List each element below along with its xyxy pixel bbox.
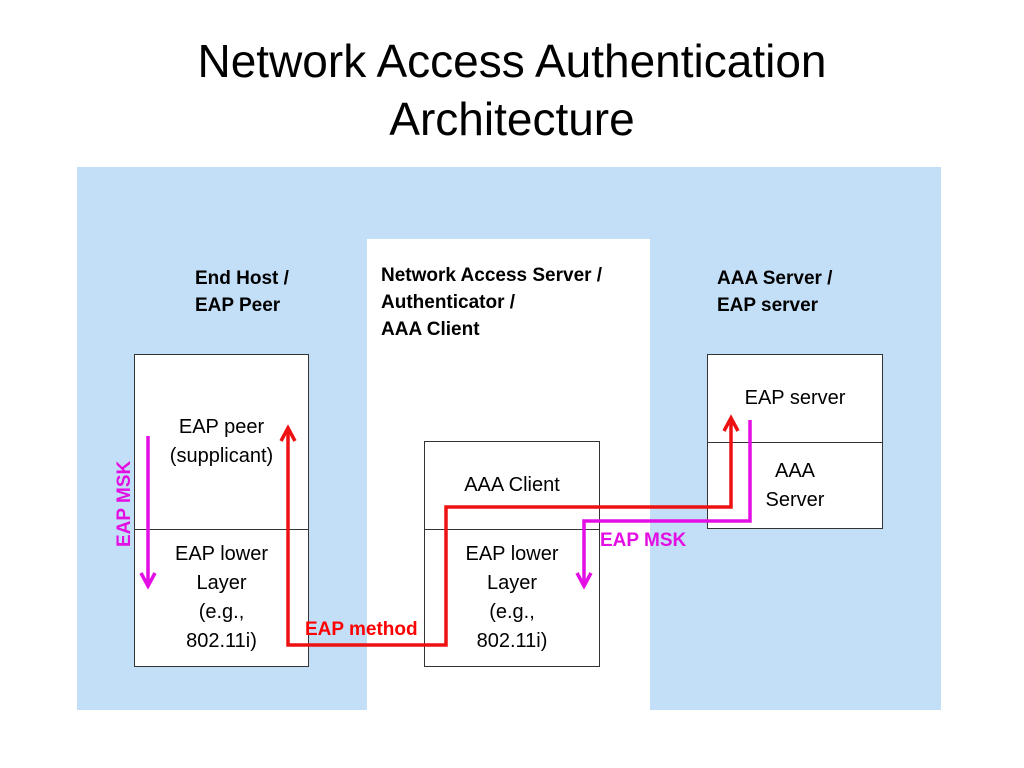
server-lower-cell: AAA Server xyxy=(708,442,882,528)
server-upper-cell: EAP server xyxy=(708,355,882,442)
title-line-2: Architecture xyxy=(389,93,635,145)
peer-lower-line-3: (e.g., xyxy=(198,601,245,623)
nas-upper-line-1: AAA Client xyxy=(464,474,560,496)
eap-method-label: EAP method xyxy=(305,619,418,640)
peer-stack-box: EAP peer (supplicant) EAP lower Layer (e… xyxy=(134,354,309,667)
server-heading-line-1: AAA Server / xyxy=(717,268,833,289)
server-lower-line-2: Server xyxy=(765,488,825,511)
peer-upper-line-2: (supplicant) xyxy=(169,445,274,467)
nas-stack-box: AAA Client EAP lower Layer (e.g., 802.11… xyxy=(424,441,600,667)
server-heading: AAA Server / EAP server xyxy=(717,265,832,319)
eap-msk-right-label: EAP MSK xyxy=(600,530,687,551)
title-line-1: Network Access Authentication xyxy=(197,35,827,87)
nas-lower-line-4: 802.11i) xyxy=(476,630,548,652)
server-heading-line-2: EAP server xyxy=(717,295,819,316)
msk-server-to-nas-arrow xyxy=(575,420,752,590)
nas-lower-line-3: (e.g., xyxy=(489,601,535,623)
upper-band-background xyxy=(367,167,650,239)
peer-heading-line-1: End Host / xyxy=(195,268,289,289)
msk-peer-down-arrow xyxy=(139,436,157,590)
peer-lower-line-2: Layer xyxy=(196,572,247,594)
peer-upper-line-1: EAP peer xyxy=(178,416,265,438)
eap-msk-left-label: EAP MSK xyxy=(114,460,135,547)
server-lower-line-1: AAA xyxy=(774,459,816,482)
server-upper-line-1: EAP server xyxy=(744,387,846,409)
nas-lower-cell: EAP lower Layer (e.g., 802.11i) xyxy=(425,529,599,666)
eap-method-path-arrow xyxy=(279,414,740,647)
nas-lower-line-1: EAP lower xyxy=(465,543,559,565)
peer-upper-cell: EAP peer (supplicant) xyxy=(135,355,308,529)
server-stack-box: EAP server AAA Server xyxy=(707,354,883,529)
nas-upper-cell: AAA Client xyxy=(425,442,599,529)
peer-lower-line-4: 802.11i) xyxy=(186,630,257,652)
nas-heading-line-2: Authenticator / xyxy=(381,292,516,313)
peer-heading: End Host / EAP Peer xyxy=(195,265,289,319)
nas-lower-line-2: Layer xyxy=(486,572,537,594)
nas-heading: Network Access Server / Authenticator / … xyxy=(381,262,602,343)
peer-lower-cell: EAP lower Layer (e.g., 802.11i) xyxy=(135,529,308,666)
nas-heading-line-3: AAA Client xyxy=(381,319,480,340)
page-title: Network Access Authentication Architectu… xyxy=(0,32,1024,148)
peer-heading-line-2: EAP Peer xyxy=(195,295,281,316)
peer-lower-line-1: EAP lower xyxy=(174,543,268,565)
nas-heading-line-1: Network Access Server / xyxy=(381,265,603,286)
